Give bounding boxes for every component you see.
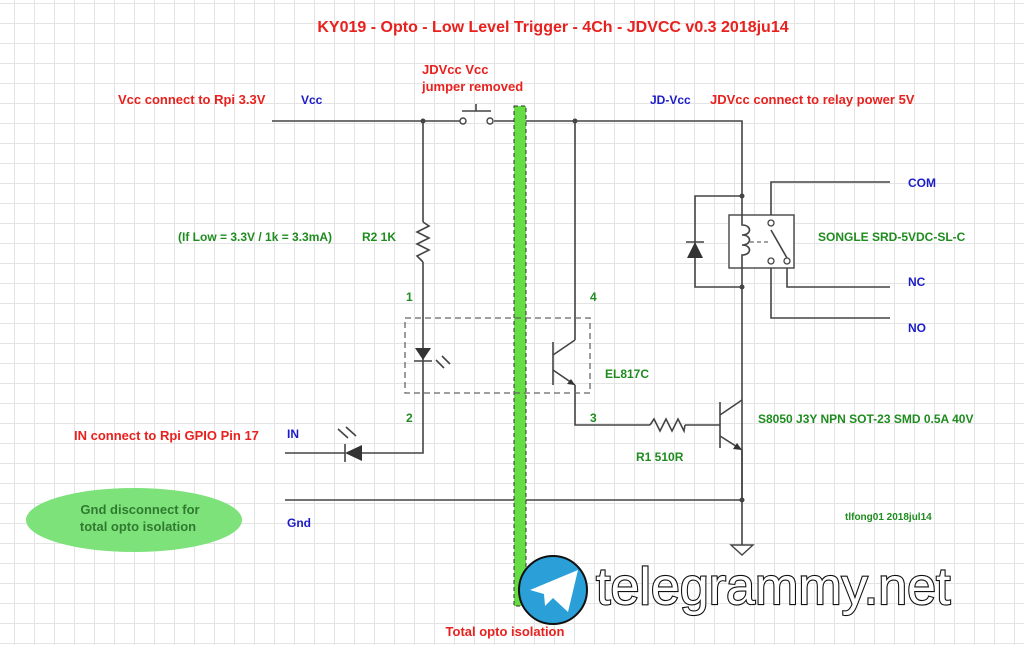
- pin-4-label: 4: [590, 290, 597, 304]
- in-label: IN: [287, 427, 299, 441]
- nc-label: NC: [908, 275, 926, 289]
- jd-vcc-label: JD-Vcc: [650, 93, 691, 107]
- input-led-icon: [337, 426, 362, 462]
- gnd-note-line-2: total opto isolation: [80, 519, 196, 534]
- author-label: tlfong01 2018jul14: [845, 512, 932, 523]
- r2-label: R2 1K: [362, 230, 396, 244]
- optocoupler-el817c: [404, 317, 591, 394]
- telegram-logo-icon: [518, 555, 588, 625]
- no-label: NO: [908, 321, 926, 335]
- isolation-bar: [513, 105, 527, 607]
- isolation-label: Total opto isolation: [446, 624, 565, 639]
- resistor-r2: [415, 221, 431, 263]
- current-calc-label: (If Low = 3.3V / 1k = 3.3mA): [178, 230, 332, 244]
- r1-label: R1 510R: [636, 450, 684, 464]
- opto-led-icon: [414, 348, 451, 369]
- opto-label: EL817C: [605, 367, 649, 381]
- com-label: COM: [908, 176, 936, 190]
- jumper-label-1: JDVcc Vcc: [422, 62, 489, 77]
- gnd-note-line-1: Gnd disconnect for: [80, 502, 199, 517]
- vcc-connect-label: Vcc connect to Rpi 3.3V: [118, 92, 266, 107]
- pin-2-label: 2: [406, 411, 413, 425]
- pin-1-label: 1: [406, 290, 413, 304]
- watermark-text: telegrammy.net: [596, 558, 951, 616]
- phototransistor-icon: [552, 339, 576, 386]
- relay-songle: [728, 214, 795, 269]
- jdvcc-connect-label: JDVcc connect to relay power 5V: [710, 92, 915, 107]
- title: KY019 - Opto - Low Level Trigger - 4Ch -…: [317, 19, 788, 36]
- flyback-diode-icon: [686, 241, 704, 258]
- junction-dots: [420, 118, 745, 503]
- gnd-label: Gnd: [287, 516, 311, 530]
- relay-label: SONGLE SRD-5VDC-SL-C: [818, 230, 966, 244]
- jumper-label-2: jumper removed: [421, 79, 523, 94]
- resistor-r1: [649, 417, 686, 434]
- gnd-note-ellipse: [26, 488, 242, 552]
- transistor-label: S8050 J3Y NPN SOT-23 SMD 0.5A 40V: [758, 412, 973, 426]
- vcc-label: Vcc: [301, 93, 323, 107]
- pin-3-label: 3: [590, 411, 597, 425]
- wires: [272, 120, 890, 545]
- in-connect-label: IN connect to Rpi GPIO Pin 17: [74, 428, 259, 443]
- ground-icon: [729, 544, 755, 556]
- npn-transistor-icon: [719, 399, 743, 500]
- jumper-switch: [459, 104, 494, 125]
